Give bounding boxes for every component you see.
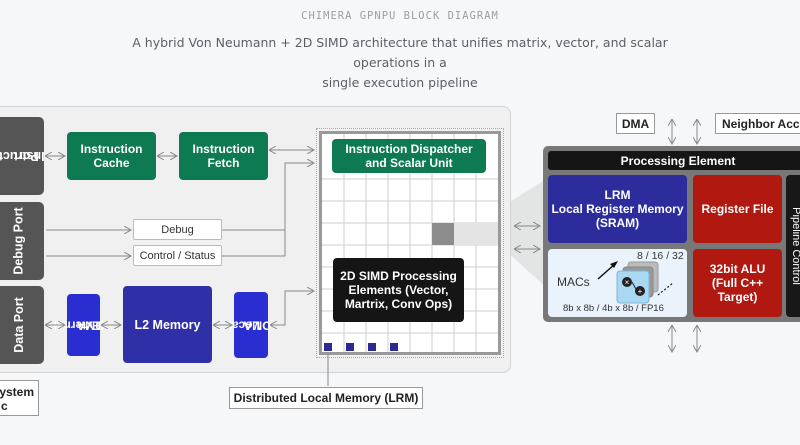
lrm-label-1: LRM xyxy=(604,188,631,202)
mac-array-icon: × + xyxy=(597,261,674,304)
instruction-cache-label-1: Instruction xyxy=(80,142,143,156)
dispatcher-label-1: Instruction Dispatcher xyxy=(345,142,473,156)
data-port: Data Port xyxy=(0,286,44,364)
subtitle-line-2: single execution pipeline xyxy=(322,75,478,90)
lrm-square xyxy=(346,343,354,351)
subtitle-line-1: A hybrid Von Neumann + 2D SIMD architect… xyxy=(132,35,668,70)
alu-label-1: 32bit ALU xyxy=(709,262,766,276)
debug-box: Debug xyxy=(133,219,222,240)
macs-block: MACs 8 / 16 / 32 8b x 8b / 4b x 8b / FP1… xyxy=(548,249,687,317)
simd-array-border xyxy=(316,128,504,358)
simd-label-1: 2D SIMD Processing xyxy=(340,269,457,283)
distributed-lrm-label: Distributed Local Memory (LRM) xyxy=(229,387,423,409)
instruction-fetch-label-2: Fetch xyxy=(207,156,240,170)
subsystem-label-2: c xyxy=(1,399,8,413)
alu-block: 32bit ALU(Full C++Target) xyxy=(693,249,782,317)
macs-label: MACs xyxy=(557,275,590,289)
neighbor-access-label: Neighbor Acce xyxy=(715,113,800,134)
instruction-cache-label-2: Cache xyxy=(93,156,130,170)
lrm-square xyxy=(390,343,398,351)
alu-label-2: (Full C++ xyxy=(711,276,764,290)
arrow-debug-to-dispatcher xyxy=(222,163,314,231)
instruction-fetch-label-1: Instruction xyxy=(192,142,255,156)
subsystem-label-1: ystem xyxy=(0,385,34,399)
macs-precision: 8b x 8b / 4b x 8b / FP16 xyxy=(563,303,664,314)
macs-count: 8 / 16 / 32 xyxy=(637,250,684,262)
highlighted-pe-cell xyxy=(432,223,454,245)
lrm-square xyxy=(368,343,376,351)
l2-memory: L2 Memory xyxy=(123,286,212,363)
subsystem-label: ystem c xyxy=(0,380,39,416)
register-file: Register File xyxy=(693,175,782,243)
diagram-subtitle: A hybrid Von Neumann + 2D SIMD architect… xyxy=(100,33,700,93)
svg-text:+: + xyxy=(638,287,643,296)
lrm-square xyxy=(324,343,332,351)
alu-label-3: Target) xyxy=(717,290,758,304)
dma-label: DMA xyxy=(616,113,655,134)
lrm-label-2: Local Register Memory xyxy=(551,202,684,216)
arrow-localdma-simd xyxy=(271,291,314,325)
zoom-highlight xyxy=(454,223,498,245)
debug-port: Debug Port xyxy=(0,202,44,280)
instruction-port: InstructionPort xyxy=(0,117,44,195)
diagram-title: CHIMERA GPNPU BLOCK DIAGRAM xyxy=(301,10,499,22)
dispatcher-label-2: and Scalar Unit xyxy=(365,156,453,170)
svg-text:×: × xyxy=(625,278,630,287)
lrm-label-3: (SRAM) xyxy=(595,216,640,230)
processing-element-title: Processing Element xyxy=(548,151,800,170)
simd-label-3: Martrix, Conv Ops) xyxy=(344,297,453,311)
pipeline-control: Pipeline Control xyxy=(786,175,800,317)
control-status-box: Control / Status xyxy=(133,245,222,266)
simd-label-2: Elements (Vector, xyxy=(348,283,449,297)
